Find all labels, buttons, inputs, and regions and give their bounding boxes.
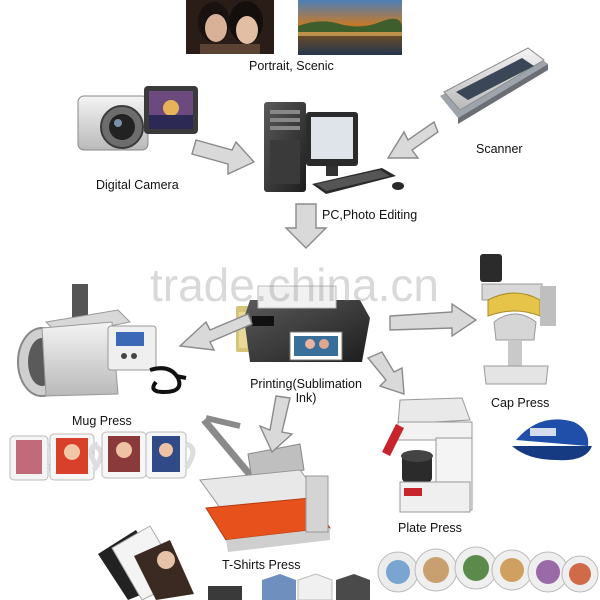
cap-press-icon (480, 254, 556, 385)
tshirts-icon (208, 573, 370, 600)
arrow-camera-to-pc (191, 139, 256, 176)
label-digital-camera: Digital Camera (96, 178, 179, 192)
watermark-text: trade.china.cn (150, 259, 439, 311)
label-portrait-scenic: Portrait, Scenic (249, 59, 334, 73)
arrow-printer-to-tshirt (258, 395, 294, 454)
arrow-pc-to-printer (284, 203, 328, 249)
arrow-printer-to-mug (178, 313, 253, 351)
tshirt-press-icon (199, 415, 331, 552)
label-scanner: Scanner (476, 142, 523, 156)
label-plate-press: Plate Press (398, 521, 462, 535)
pc-computer-icon (264, 102, 404, 194)
cap-icon (512, 419, 592, 461)
plates-icon (377, 546, 599, 593)
arrow-printer-to-cap (389, 302, 478, 338)
label-mug-press: Mug Press (72, 414, 132, 428)
portrait-photo-icon (186, 0, 274, 54)
arrow-scanner-to-pc (386, 120, 439, 159)
label-pc-photo-editing: PC,Photo Editing (322, 208, 418, 222)
arrow-printer-to-plate (366, 351, 405, 395)
label-printing-line1: Printing(Sublimation (250, 377, 362, 391)
photos-icon (98, 525, 194, 600)
label-printing-line2: Ink) (295, 391, 317, 405)
label-tshirts-press: T-Shirts Press (222, 558, 301, 572)
label-printing: Printing(Sublimation Ink) (246, 377, 366, 405)
mugs-icon (9, 431, 196, 481)
mug-press-icon (17, 284, 187, 397)
label-cap-press: Cap Press (491, 396, 550, 410)
scanner-icon (440, 47, 548, 124)
digital-camera-icon (77, 86, 198, 151)
scenic-photo-icon (298, 0, 402, 55)
plate-press-icon (382, 397, 473, 513)
printer-icon (236, 285, 370, 362)
